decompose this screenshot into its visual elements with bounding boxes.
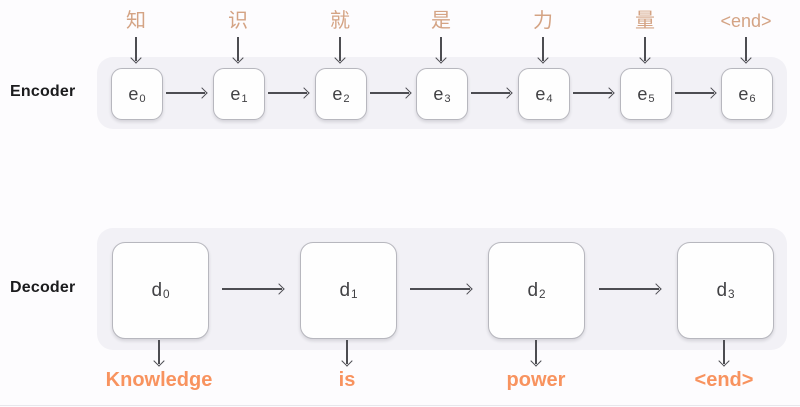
decoder-label: Decoder <box>10 279 76 296</box>
source-token-2: 就 <box>330 10 350 32</box>
cell-base: e <box>637 83 648 104</box>
cell-base: e <box>128 83 139 104</box>
cell-base: d <box>716 279 728 301</box>
encoder-label: Encoder <box>10 83 76 100</box>
decoder-output-3: <end> <box>694 369 754 391</box>
cell-base: e <box>738 83 749 104</box>
decoder-output-0: Knowledge <box>105 369 213 391</box>
cell-base: e <box>433 83 444 104</box>
source-token-end: <end> <box>720 11 772 31</box>
decoder-output-1: is <box>338 369 356 391</box>
cell-subscript: 4 <box>546 92 553 105</box>
cell-subscript: 5 <box>648 92 655 105</box>
cell-base: e <box>230 83 241 104</box>
source-token-3: 是 <box>431 10 451 32</box>
bottom-divider <box>0 405 800 406</box>
cell-subscript: 0 <box>139 92 146 105</box>
cell-subscript: 2 <box>343 92 350 105</box>
cell-subscript: 1 <box>241 92 248 105</box>
cell-base: e <box>535 83 546 104</box>
cell-subscript: 3 <box>444 92 451 105</box>
cell-base: e <box>332 83 343 104</box>
source-token-4: 力 <box>533 10 553 32</box>
cell-base: d <box>527 279 539 301</box>
source-token-0: 知 <box>126 10 146 32</box>
decoder-output-2: power <box>506 369 566 391</box>
source-token-5: 量 <box>635 10 655 32</box>
cell-subscript: 1 <box>351 287 358 301</box>
source-token-1: 识 <box>228 10 248 32</box>
cell-subscript: 6 <box>749 92 756 105</box>
cell-subscript: 3 <box>728 287 735 301</box>
cell-base: d <box>339 279 351 301</box>
cell-subscript: 0 <box>163 287 170 301</box>
cell-subscript: 2 <box>539 287 546 301</box>
cell-base: d <box>151 279 163 301</box>
